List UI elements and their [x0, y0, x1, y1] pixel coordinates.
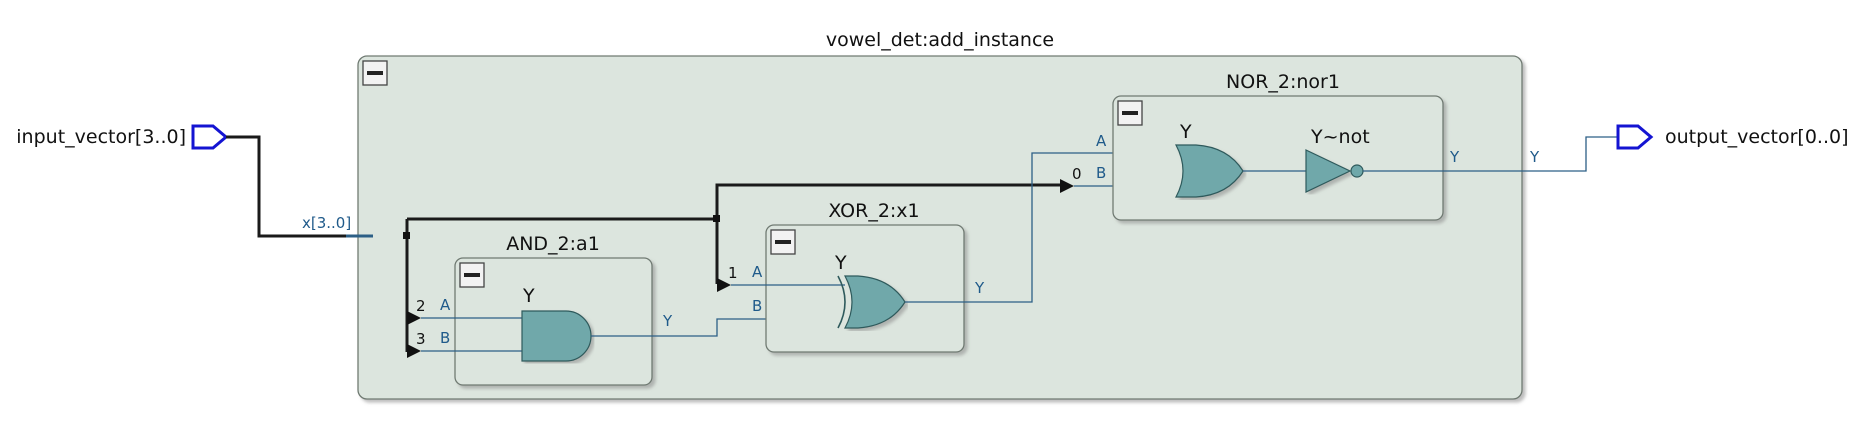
and-gate-icon[interactable]: [521, 310, 592, 362]
nor-block-title: NOR_2:nor1: [1226, 71, 1340, 93]
and-block-title: AND_2:a1: [506, 233, 600, 255]
pin-label: Y: [1449, 148, 1460, 166]
collapse-toggle-icon[interactable]: [459, 262, 485, 288]
bus-label: x[3..0]: [302, 214, 351, 232]
collapse-toggle-icon[interactable]: [770, 229, 796, 255]
xor-gate-output-name: Y: [834, 252, 847, 274]
xor-gate-icon[interactable]: [837, 275, 906, 329]
nor-block[interactable]: NOR_2:nor1 Y Y~not A B Y: [1096, 71, 1460, 221]
or-gate-output-name: Y: [1179, 121, 1192, 143]
bus-junction: [713, 215, 720, 222]
bit-index-label: 2: [416, 297, 426, 315]
xor-block-title: XOR_2:x1: [828, 200, 919, 222]
input-port-label: input_vector[3..0]: [16, 126, 186, 148]
input-port-icon[interactable]: [191, 124, 229, 150]
bus-tap-arrow: [717, 278, 731, 292]
collapse-toggle-icon[interactable]: [1117, 100, 1143, 126]
pin-label: A: [1096, 132, 1107, 150]
or-gate-icon[interactable]: [1174, 144, 1244, 198]
collapse-toggle-icon[interactable]: [362, 60, 388, 86]
input-bus-wire: [226, 135, 346, 238]
inverter-bubble-icon: [1350, 164, 1364, 178]
pin-label: A: [440, 296, 451, 314]
xor-to-nor-wire: [905, 152, 1180, 303]
bit-index-label: 1: [728, 264, 738, 282]
pin-label: Y: [974, 279, 985, 297]
bus-junction: [403, 232, 410, 239]
pin-label: B: [752, 297, 762, 315]
instance-title: vowel_det:add_instance: [826, 29, 1054, 51]
bit-index-label: 0: [1072, 165, 1082, 183]
not-gate-icon[interactable]: [1305, 149, 1352, 193]
bus-tap-arrow: [407, 311, 421, 325]
output-wire: [1363, 136, 1618, 172]
output-port-label: output_vector[0..0]: [1665, 126, 1849, 148]
pin-label: B: [1096, 164, 1106, 182]
pin-label: Y: [662, 312, 673, 330]
and-gate-output-name: Y: [522, 285, 535, 307]
pin-label: B: [440, 329, 450, 347]
pin-label: A: [752, 263, 763, 281]
output-wire-label: Y: [1529, 148, 1540, 166]
bit-index-label: 3: [416, 330, 426, 348]
not-gate-name: Y~not: [1310, 126, 1370, 148]
xor-block[interactable]: XOR_2:x1 Y A B Y: [731, 200, 985, 353]
bus-branch-nor: [715, 183, 1067, 219]
bus-tap-arrow: [407, 344, 421, 358]
output-port-icon[interactable]: [1616, 124, 1654, 150]
and-block[interactable]: AND_2:a1 Y A B Y: [421, 233, 673, 386]
bus-tap-arrow: [1060, 179, 1074, 193]
